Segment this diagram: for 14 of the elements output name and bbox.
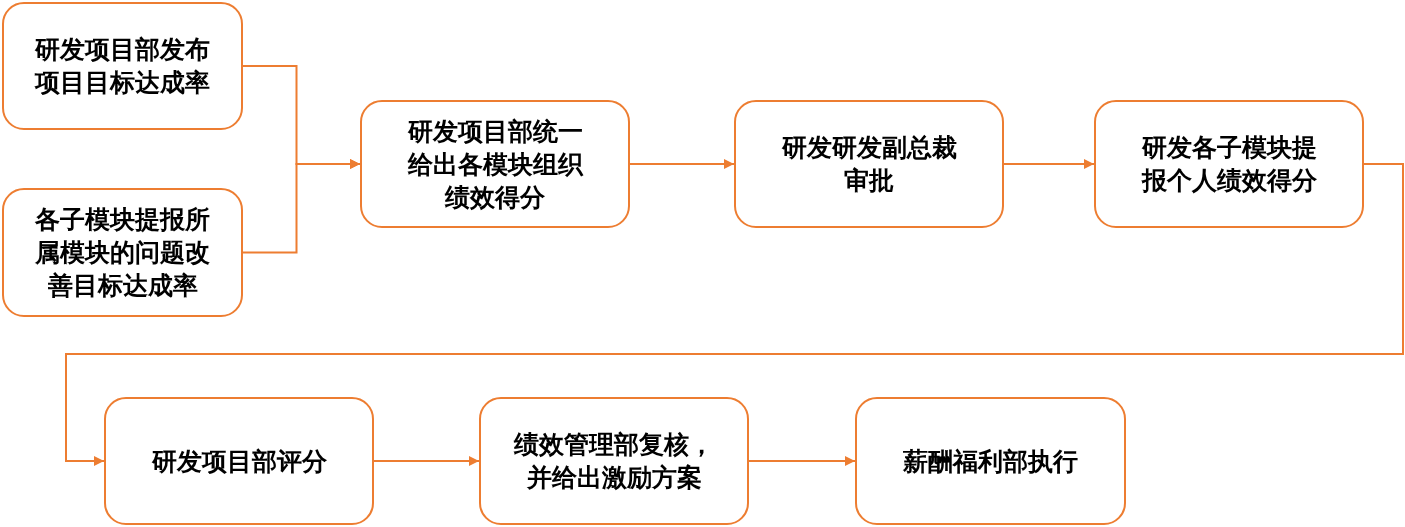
- arrow: [242, 159, 361, 254]
- arrow: [373, 456, 480, 466]
- process-box: 绩效管理部复核，并给出激励方案: [479, 397, 749, 525]
- process-box: 各子模块提报所属模块的问题改善目标达成率: [2, 188, 243, 317]
- process-box: 研发项目部评分: [104, 397, 374, 525]
- process-box: 研发项目部发布项目目标达成率: [2, 2, 243, 130]
- process-box: 薪酬福利部执行: [855, 397, 1126, 525]
- process-box: 研发各子模块提报个人绩效得分: [1094, 100, 1364, 228]
- arrow: [629, 159, 735, 169]
- process-box: 研发项目部统一给出各模块组织绩效得分: [360, 100, 630, 228]
- arrow: [1003, 159, 1095, 169]
- arrow: [65, 163, 1404, 466]
- arrow: [748, 456, 856, 466]
- process-box: 研发研发副总裁审批: [734, 100, 1004, 228]
